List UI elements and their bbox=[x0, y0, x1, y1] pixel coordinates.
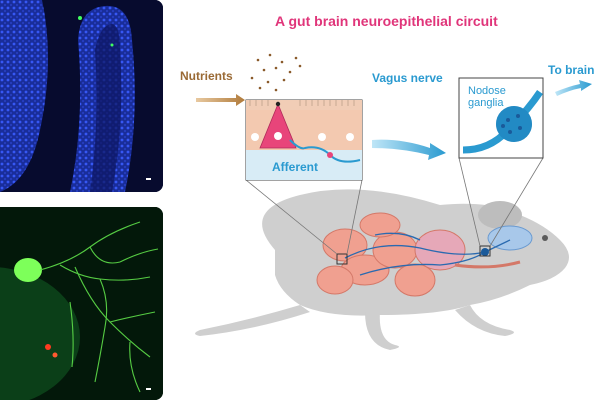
ganglion-marker bbox=[481, 248, 489, 256]
neuropod-cell bbox=[259, 102, 297, 149]
afferent-label: Afferent bbox=[272, 160, 318, 174]
nutrient-particles bbox=[250, 53, 302, 92]
ganglia-zoom-marker bbox=[479, 245, 491, 257]
gut-zoom-marker bbox=[336, 253, 348, 265]
intestine-illustration bbox=[316, 212, 521, 297]
nodose-label-line1: Nodose bbox=[468, 85, 506, 97]
brain-illustration bbox=[487, 225, 533, 251]
nutrients-label: Nutrients bbox=[180, 69, 233, 83]
nodose-label-line2: ganglia bbox=[468, 97, 504, 109]
microscopy-image-neuron bbox=[0, 207, 163, 400]
diagram-title: A gut brain neuroepithelial circuit bbox=[275, 13, 498, 29]
gut-epithelium-inset bbox=[245, 99, 363, 181]
vagus-nerve-label: Vagus nerve bbox=[372, 71, 443, 85]
zoom-lines bbox=[245, 157, 544, 255]
microscopy-image-villus bbox=[0, 0, 163, 192]
to-brain-arrow bbox=[555, 80, 592, 96]
nutrients-arrow bbox=[196, 94, 245, 106]
vagus-nerve-fibers bbox=[344, 232, 511, 276]
vagus-arrow bbox=[372, 139, 446, 160]
to-brain-label: To brain bbox=[548, 63, 594, 77]
nodose-ganglia-inset bbox=[458, 77, 544, 159]
